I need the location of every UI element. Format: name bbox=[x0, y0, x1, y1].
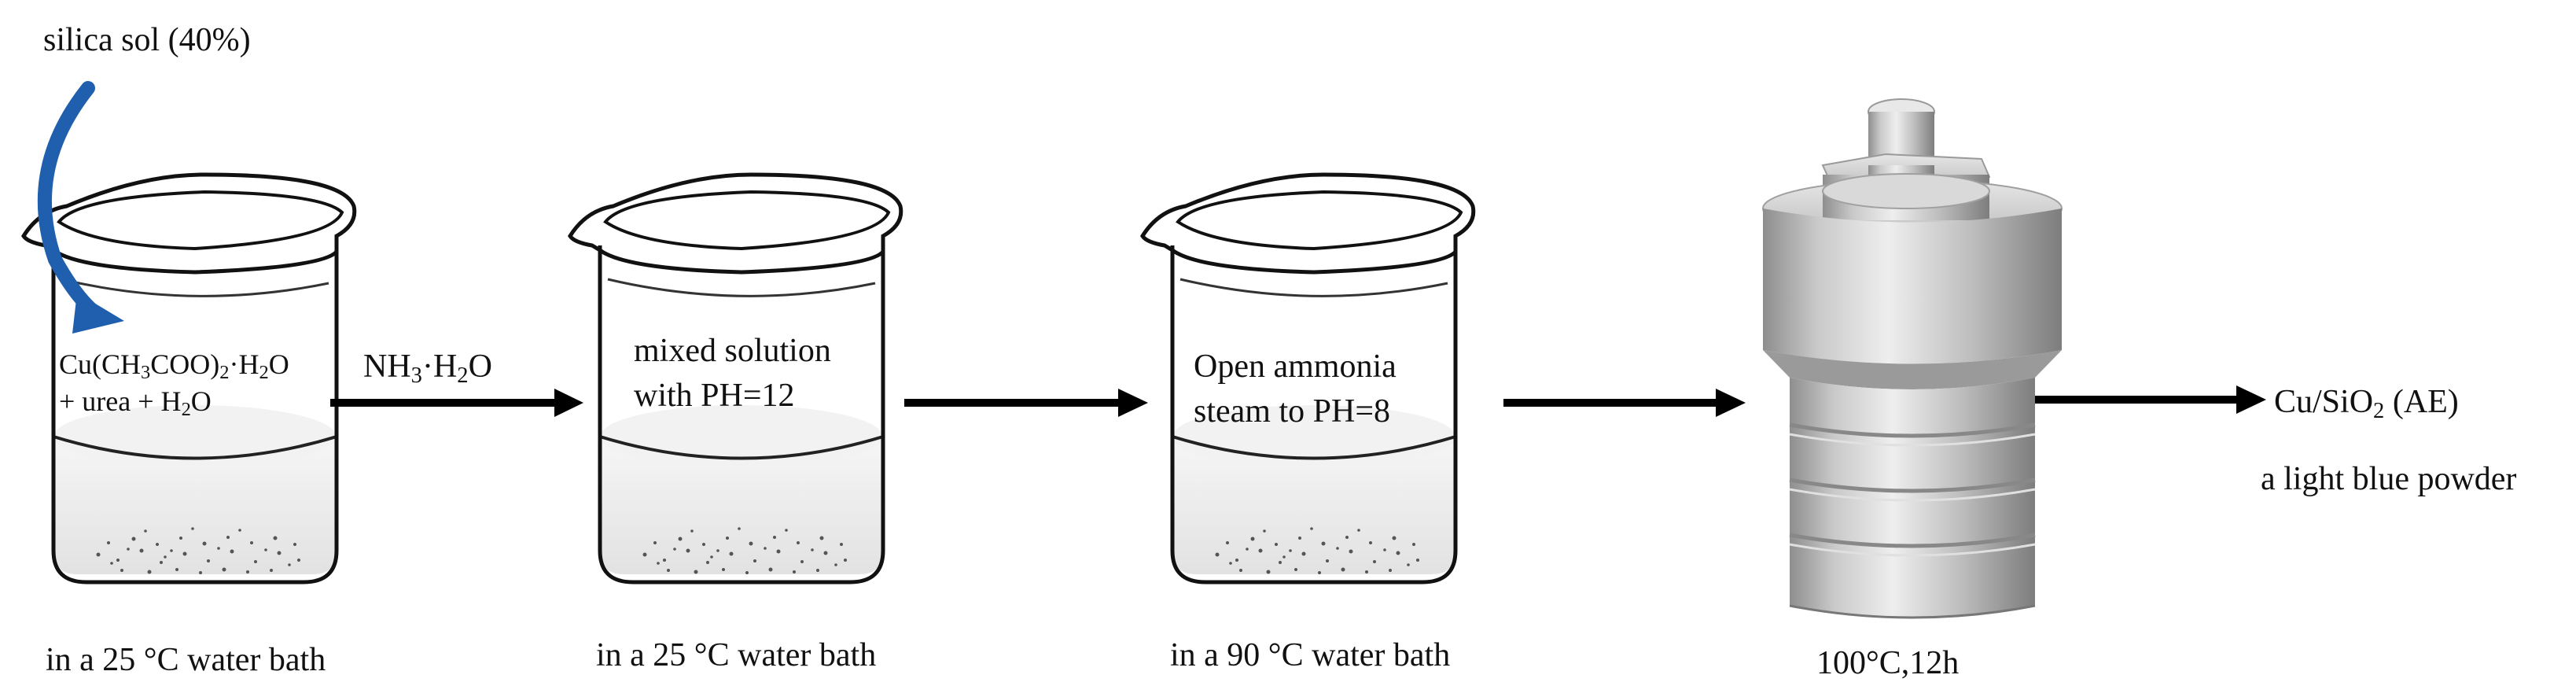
caption-step4: 100°C,12h bbox=[1816, 645, 1960, 681]
reagent-silica-sol-label: silica sol (40%) bbox=[43, 22, 251, 58]
beaker3-content-line1: Open ammonia bbox=[1194, 348, 1397, 385]
autoclave-icon bbox=[1762, 98, 2063, 619]
right-arrow-icon bbox=[2021, 385, 2266, 414]
beaker2-content-line1: mixed solution bbox=[634, 333, 831, 369]
beaker3-content-line2: steam to PH=8 bbox=[1194, 393, 1391, 430]
right-arrow-icon bbox=[1503, 389, 1746, 417]
product-description: a light blue powder bbox=[2261, 461, 2517, 497]
right-arrow-icon bbox=[904, 389, 1148, 417]
beaker2-content-line2: with PH=12 bbox=[634, 378, 795, 414]
caption-step3: in a 90 °C water bath bbox=[1170, 637, 1451, 673]
beaker1-content-line1: Cu(CH3COO)2·H2O bbox=[59, 348, 289, 384]
beaker1-content-line2: + urea + H2O bbox=[59, 385, 212, 421]
right-arrow-icon bbox=[330, 389, 583, 417]
caption-step1: in a 25 °C water bath bbox=[46, 642, 326, 678]
reagent-nh3-label: NH3·H2O bbox=[363, 348, 492, 389]
product-label: Cu/SiO2 (AE) bbox=[2274, 384, 2459, 424]
caption-step2: in a 25 °C water bath bbox=[596, 637, 877, 673]
curved-arrow-icon bbox=[37, 81, 124, 334]
